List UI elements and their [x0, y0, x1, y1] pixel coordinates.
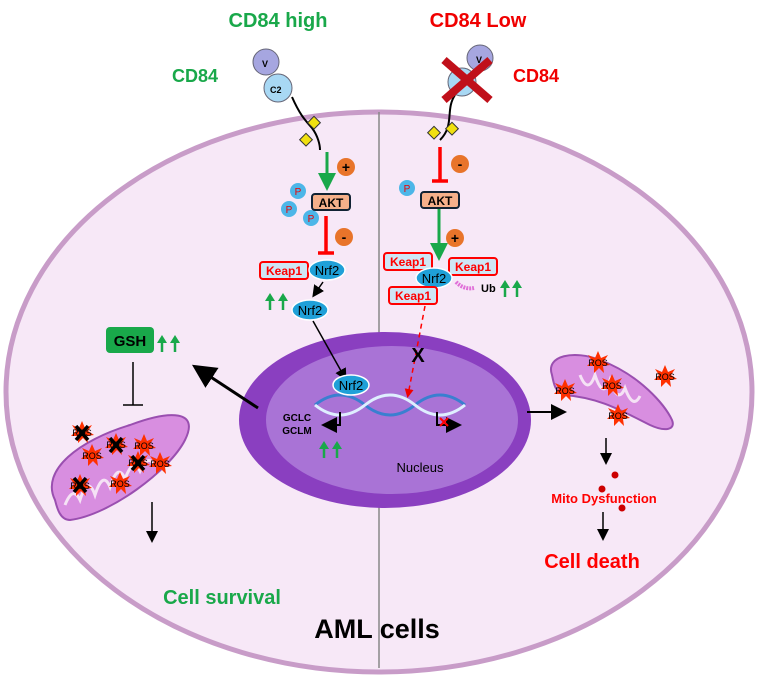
- cd84-receptor-left: V C2: [252, 48, 322, 151]
- mito-dysfunction-label: Mito Dysfunction: [551, 491, 656, 506]
- nucleus-label: Nucleus: [397, 460, 444, 475]
- gene-gclc: GCLC: [283, 413, 311, 424]
- svg-text:ROS: ROS: [82, 451, 102, 461]
- svg-text:AKT: AKT: [428, 194, 453, 208]
- blocked-translocation: X: [411, 345, 425, 367]
- svg-text:+: +: [342, 159, 350, 175]
- svg-text:ROS: ROS: [555, 386, 575, 396]
- gene-gclm: GCLM: [282, 426, 311, 437]
- svg-text:V: V: [476, 55, 482, 65]
- svg-text:AKT: AKT: [319, 196, 344, 210]
- nucleus-inner: [266, 346, 518, 494]
- svg-text:ROS: ROS: [128, 458, 148, 468]
- svg-text:ROS: ROS: [655, 372, 675, 382]
- heading-cd84-high: CD84 high: [229, 10, 328, 32]
- svg-text:ROS: ROS: [110, 479, 130, 489]
- svg-text:P: P: [404, 184, 411, 195]
- akt-left: [311, 193, 351, 211]
- svg-text:ROS: ROS: [588, 358, 608, 368]
- nrf2-left-active: Nrf2: [298, 303, 323, 318]
- svg-text:ROS: ROS: [602, 381, 622, 391]
- ros-neutralized: ROS ROS ROS ROS ROS ROS ROS ROS: [69, 421, 172, 496]
- svg-text:+: +: [451, 230, 459, 246]
- nrf2-right: Nrf2: [422, 271, 447, 286]
- svg-text:V: V: [262, 59, 268, 69]
- svg-text:-: -: [342, 229, 347, 245]
- cell-death-label: Cell death: [544, 551, 640, 573]
- ros-accumulated: ROS ROS ROS ROS ROS: [554, 351, 677, 426]
- cell-survival-label: Cell survival: [163, 587, 281, 609]
- keap1-right-2: Keap1: [455, 260, 491, 274]
- svg-text:ROS: ROS: [72, 428, 92, 438]
- svg-text:ROS: ROS: [134, 441, 154, 451]
- svg-text:ROS: ROS: [150, 459, 170, 469]
- svg-text:P: P: [308, 214, 315, 225]
- nrf2-left: Nrf2: [315, 263, 340, 278]
- svg-text:ROS: ROS: [70, 481, 90, 491]
- ub-label: Ub: [481, 283, 496, 295]
- nrf2-nuclear: Nrf2: [339, 378, 364, 393]
- svg-text:ROS: ROS: [608, 411, 628, 421]
- keap1-left: Keap1: [266, 264, 302, 278]
- akt-right: [420, 191, 460, 209]
- svg-text:P: P: [286, 205, 293, 216]
- svg-text:-: -: [458, 156, 463, 172]
- svg-text:C2: C2: [270, 85, 282, 95]
- heading-cd84-low: CD84 Low: [430, 10, 527, 32]
- svg-text:P: P: [295, 187, 302, 198]
- aml-cells-label: AML cells: [314, 614, 440, 644]
- phospho-left: P P P: [281, 183, 319, 226]
- keap1-right-1: Keap1: [390, 255, 426, 269]
- gsh-label: GSH: [114, 333, 147, 350]
- neutralized-x-icon: [72, 424, 146, 494]
- cd84-label-right: CD84: [513, 66, 559, 86]
- blocked-x-icon: [441, 56, 493, 104]
- cd84-receptor-right: V: [426, 44, 494, 141]
- cd84-label-left: CD84: [172, 66, 218, 86]
- keap1-right-3: Keap1: [395, 289, 431, 303]
- svg-text:ROS: ROS: [106, 440, 126, 450]
